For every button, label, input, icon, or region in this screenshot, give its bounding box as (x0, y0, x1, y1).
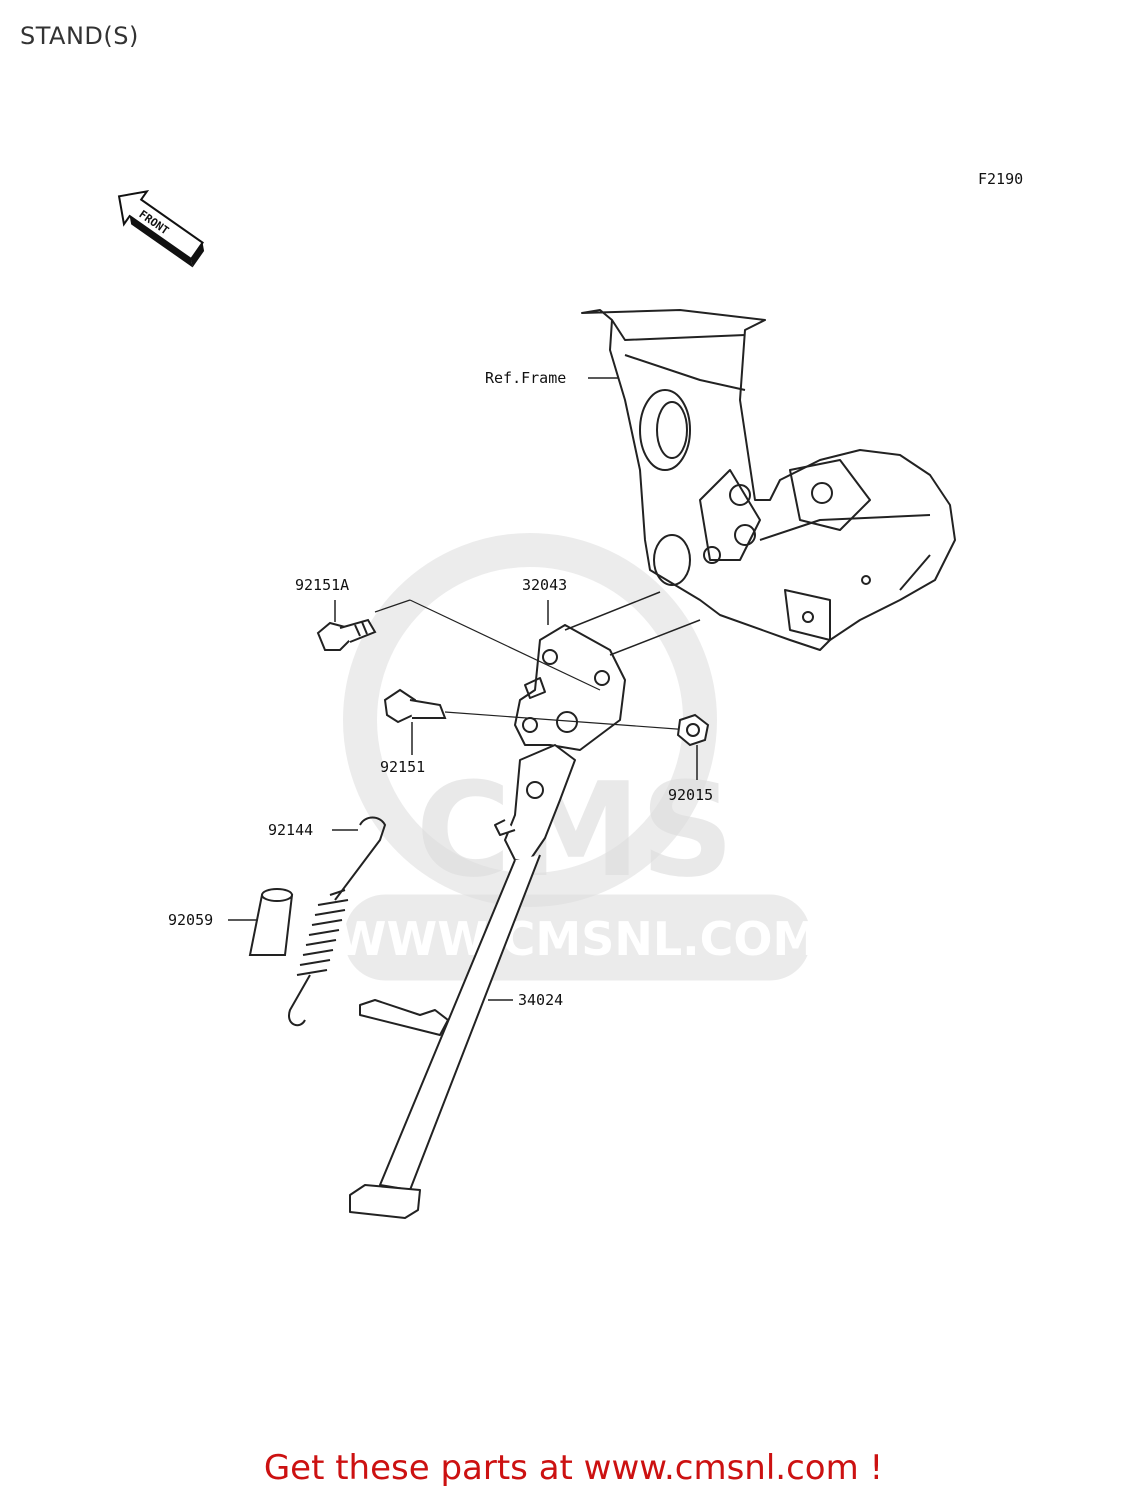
part-label-92151: 92151 (380, 758, 425, 776)
get-parts-link[interactable]: Get these parts at www.cmsnl.com ! (263, 1448, 884, 1488)
diagram-code: F2190 (978, 170, 1023, 188)
page-title: STAND(S) (20, 22, 139, 50)
bracket-part (514, 624, 626, 751)
watermark-logo: CMS (416, 754, 734, 906)
flange-bolt-part (316, 618, 377, 651)
part-label-34024: 34024 (518, 991, 563, 1009)
part-label-92151a: 92151A (295, 576, 349, 594)
side-stand-part (349, 744, 576, 1219)
pivot-bolt-part (383, 688, 447, 724)
frame-part (581, 309, 956, 651)
part-label-92144: 92144 (268, 821, 313, 839)
part-label-92059: 92059 (168, 911, 213, 929)
spring-part (288, 816, 387, 1027)
nut-part (676, 713, 710, 747)
collar-part (248, 888, 294, 956)
cmsnl-watermark: CMS WWW.CMSNL.COM (336, 533, 819, 981)
front-arrow-icon: FRONT (117, 190, 205, 268)
part-label-92015: 92015 (668, 786, 713, 804)
part-label-32043: 32043 (522, 576, 567, 594)
watermark-url: WWW.CMSNL.COM (336, 912, 819, 966)
ref-frame-label: Ref.Frame (485, 369, 566, 387)
